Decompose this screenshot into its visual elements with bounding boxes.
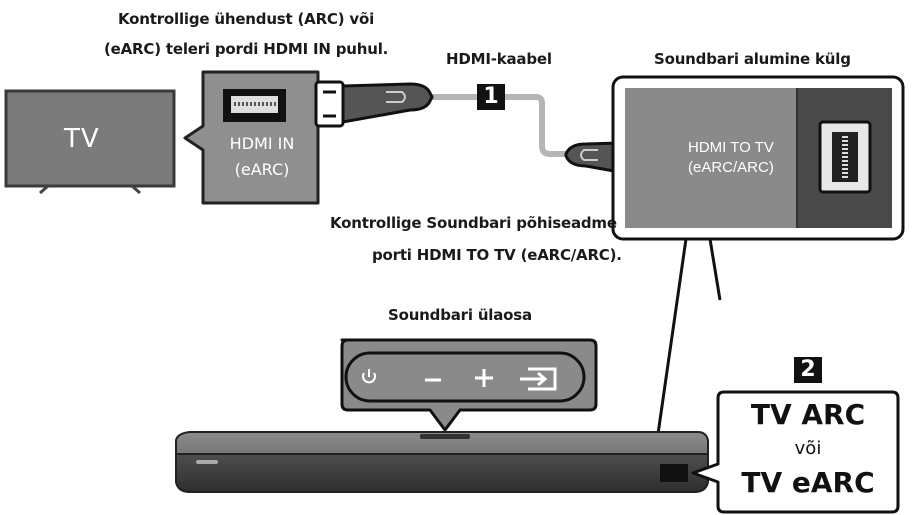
mode-tv-arc: TV ARC bbox=[750, 398, 866, 431]
tv-port-hint-line1: Kontrollige ühendust (ARC) või bbox=[118, 10, 375, 28]
soundbar-port-hint-line2: porti HDMI TO TV (eARC/ARC). bbox=[372, 246, 622, 264]
cable-label: HDMI-kaabel bbox=[446, 50, 552, 68]
soundbar-body bbox=[175, 431, 709, 493]
power-icon bbox=[362, 369, 376, 384]
step-2-badge: 2 bbox=[794, 357, 822, 383]
callout-line-left bbox=[656, 238, 688, 435]
tv-port-label-line2: (eARC) bbox=[234, 160, 290, 179]
mode-tv-earc: TV eARC bbox=[741, 466, 875, 499]
tv-port-label-line1: HDMI IN bbox=[229, 134, 295, 153]
hdmi-cable bbox=[432, 94, 566, 157]
soundbar-bottom-panel bbox=[611, 75, 905, 241]
tv-stand bbox=[39, 184, 141, 195]
tv-port-callout bbox=[183, 70, 320, 205]
tv-port-hint-line2: (eARC) teleri pordi HDMI IN puhul. bbox=[104, 40, 389, 58]
tv-label: TV bbox=[64, 124, 100, 154]
soundbar-display bbox=[660, 464, 688, 482]
mode-or: või bbox=[794, 438, 822, 459]
soundbar-port-hint-line1: Kontrollige Soundbari põhiseadme bbox=[330, 214, 617, 232]
mode-box-frame bbox=[691, 390, 900, 514]
source-input-icon bbox=[520, 367, 557, 391]
tv bbox=[4, 89, 176, 195]
soundbar-top-callout bbox=[340, 338, 598, 432]
soundbar-port-label-line2: (eARC/ARC) bbox=[688, 159, 774, 176]
plus-icon bbox=[475, 369, 493, 387]
step-1-badge: 1 bbox=[477, 84, 505, 110]
soundbar-top-label: Soundbari ülaosa bbox=[388, 306, 532, 324]
soundbar-port-label-line1: HDMI TO TV bbox=[688, 139, 774, 156]
hdmi-plug-tv-end bbox=[314, 80, 434, 128]
soundbar-bottom-label: Soundbari alumine külg bbox=[654, 50, 851, 68]
callout-line-right bbox=[708, 238, 722, 301]
tv-screen bbox=[4, 89, 176, 188]
